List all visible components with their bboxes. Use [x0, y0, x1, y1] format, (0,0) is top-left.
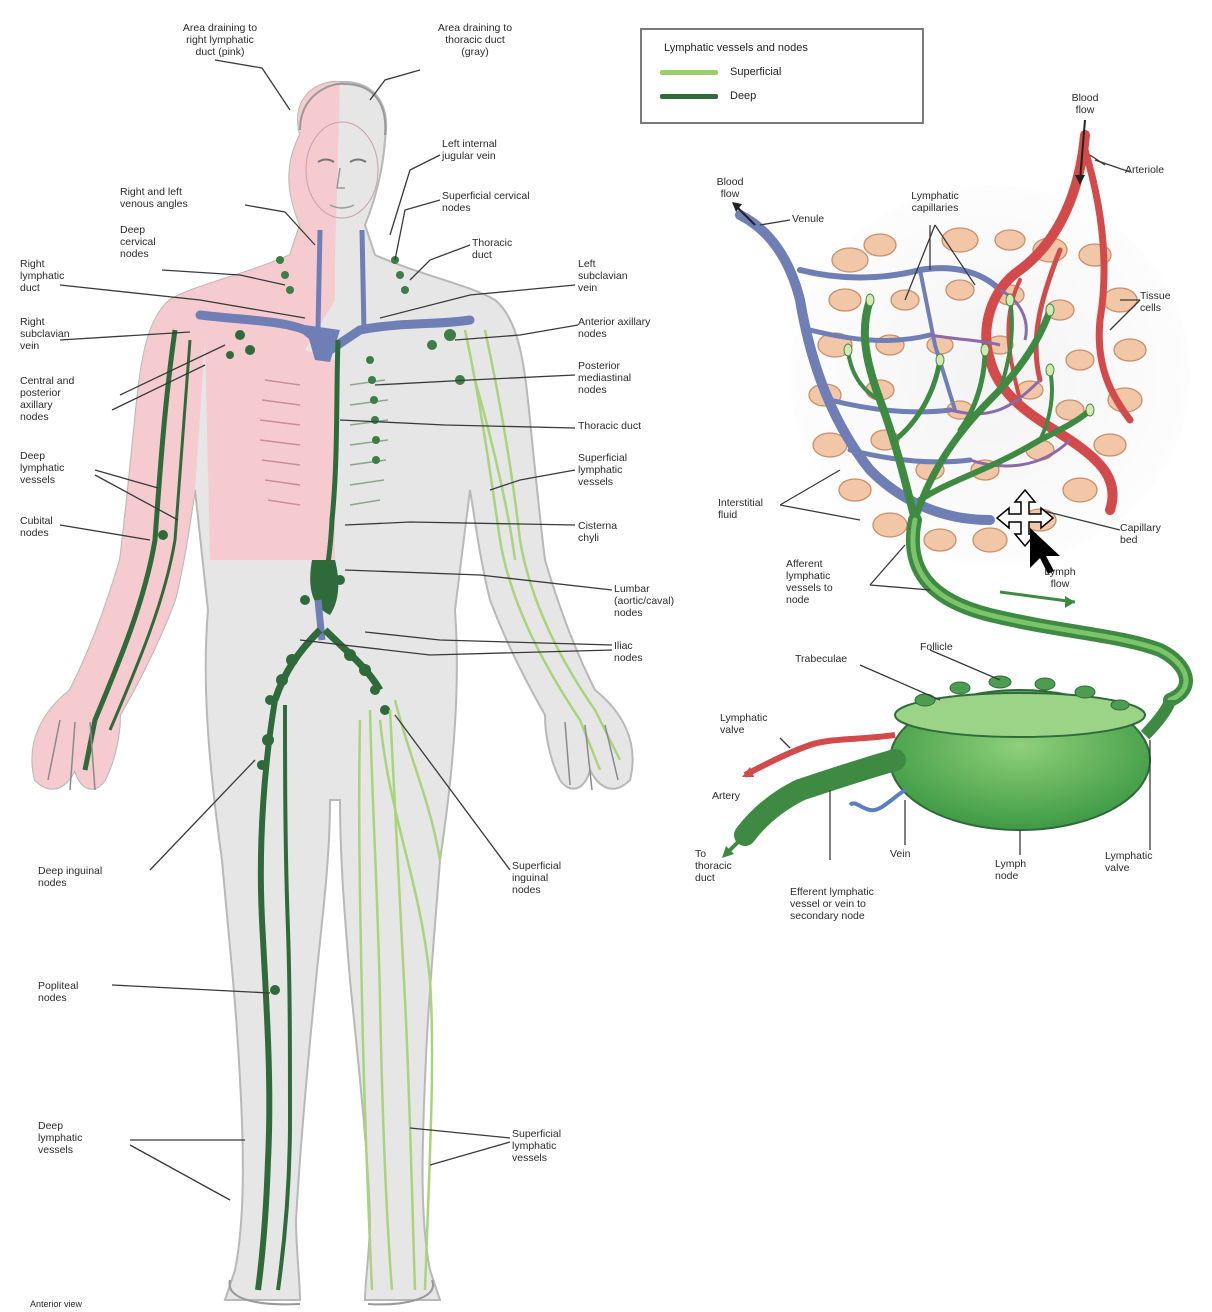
- label-deep-lymphatic-leg: Deep lymphatic vessels: [38, 1120, 138, 1156]
- label-area-right: Area draining to right lymphatic duct (p…: [150, 22, 290, 58]
- label-capillary-bed: Capillary bed: [1120, 522, 1190, 546]
- label-deep-lymphatic-arm: Deep lymphatic vessels: [20, 450, 110, 486]
- label-trabeculae: Trabeculae: [795, 653, 885, 665]
- label-posterior-mediastinal: Posterior mediastinal nodes: [578, 360, 678, 396]
- label-popliteal: Popliteal nodes: [38, 980, 118, 1004]
- legend-label-deep: Deep: [730, 90, 756, 102]
- label-iliac-nodes: Iliac nodes: [614, 640, 694, 664]
- label-follicle: Follicle: [920, 641, 990, 653]
- label-lymphatic-valve-right: Lymphatic valve: [1105, 850, 1185, 874]
- label-cubital-nodes: Cubital nodes: [20, 515, 90, 539]
- label-deep-inguinal: Deep inguinal nodes: [38, 865, 158, 889]
- legend-label-superficial: Superficial: [730, 66, 781, 78]
- label-tissue-cells: Tissue cells: [1140, 290, 1200, 314]
- label-efferent: Efferent lymphatic vessel or vein to sec…: [790, 886, 950, 922]
- label-venous-angles: Right and left venous angles: [120, 186, 250, 210]
- legend-swatch-deep: [660, 94, 718, 99]
- legend-deep: Deep: [660, 90, 756, 104]
- label-afferent: Afferent lymphatic vessels to node: [786, 558, 876, 606]
- label-thoracic-duct-mid: Thoracic duct: [578, 420, 698, 432]
- label-lymph-flow: Lymph flow: [1030, 566, 1090, 590]
- label-cisterna-chyli: Cisterna chyli: [578, 520, 658, 544]
- label-interstitial-fluid: Interstitial fluid: [718, 497, 798, 521]
- label-area-thoracic: Area draining to thoracic duct (gray): [405, 22, 545, 58]
- label-right-subclavian: Right subclavian vein: [20, 316, 110, 352]
- label-lymph-node: Lymph node: [995, 858, 1055, 882]
- label-central-posterior-axillary: Central and posterior axillary nodes: [20, 375, 120, 423]
- label-artery: Artery: [712, 790, 772, 802]
- label-view-caption: Anterior view: [30, 1298, 150, 1310]
- label-lymphatic-valve-left: Lymphatic valve: [720, 712, 800, 736]
- label-thoracic-duct-top: Thoracic duct: [472, 237, 552, 261]
- label-arteriole: Arteriole: [1125, 164, 1205, 176]
- legend-box: Lymphatic vessels and nodes Superficial …: [640, 28, 924, 124]
- label-superficial-inguinal: Superficial inguinal nodes: [512, 860, 612, 896]
- label-right-lymphatic-duct: Right lymphatic duct: [20, 258, 100, 294]
- label-blood-flow-right: Blood flow: [1060, 92, 1110, 116]
- label-superficial-lymphatic-arm: Superficial lymphatic vessels: [578, 452, 678, 488]
- label-superficial-cervical: Superficial cervical nodes: [442, 190, 602, 214]
- label-blood-flow-left: Blood flow: [705, 176, 755, 200]
- legend-title: Lymphatic vessels and nodes: [664, 42, 808, 54]
- label-lymphatic-capillaries: Lymphatic capillaries: [890, 190, 980, 214]
- legend-superficial: Superficial: [660, 66, 781, 80]
- legend-swatch-superficial: [660, 70, 718, 75]
- lymph-node-illustration: [722, 676, 1170, 858]
- label-venule: Venule: [792, 213, 862, 225]
- label-vein: Vein: [890, 848, 940, 860]
- label-superficial-lymphatic-leg: Superficial lymphatic vessels: [512, 1128, 612, 1164]
- label-lumbar-nodes: Lumbar (aortic/caval) nodes: [614, 583, 734, 619]
- label-deep-cervical: Deep cervical nodes: [120, 224, 200, 260]
- label-left-subclavian: Left subclavian vein: [578, 258, 658, 294]
- label-anterior-axillary: Anterior axillary nodes: [578, 316, 718, 340]
- label-left-internal-jugular: Left internal jugular vein: [442, 138, 572, 162]
- label-to-thoracic-duct: To thoracic duct: [695, 848, 765, 884]
